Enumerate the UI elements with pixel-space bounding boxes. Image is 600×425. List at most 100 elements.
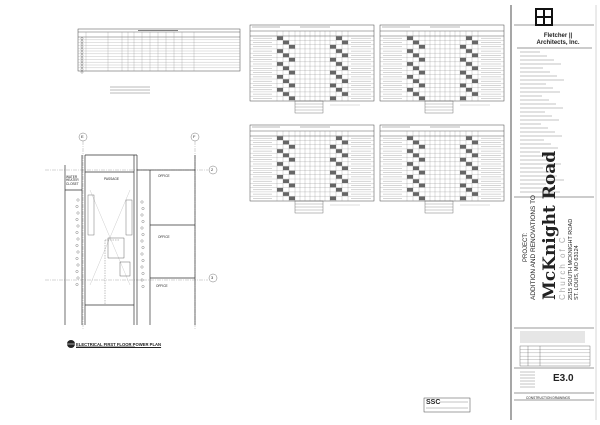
phase-load-cell [330, 96, 336, 101]
equipment-tag [80, 59, 84, 63]
phase-load-cell [472, 53, 478, 58]
phase-load-cell [289, 96, 295, 101]
sheet-number: E3.0 [553, 373, 574, 384]
equipment-tag [80, 45, 84, 49]
phase-load-cell [277, 75, 283, 79]
phase-load-cell [283, 192, 289, 196]
phase-load-cell [336, 87, 342, 92]
room-passage: PASSAGE [104, 177, 119, 181]
room-office-2: OFFICE [158, 235, 170, 239]
equipment-tag [80, 40, 84, 43]
phase-load-cell [472, 66, 478, 71]
phase-load-cell [413, 92, 419, 96]
phase-load-cell [330, 70, 336, 75]
grid-label-f: F [193, 134, 196, 139]
phase-load-cell [330, 183, 336, 188]
phase-load-cell [413, 40, 419, 45]
phase-load-cell [419, 70, 425, 75]
phase-load-cell [289, 57, 295, 62]
phase-load-cell [472, 140, 478, 145]
receptacle-symbol [76, 211, 80, 215]
phase-load-cell [466, 75, 472, 79]
phase-load-cell [460, 83, 466, 88]
equipment-tag [80, 42, 84, 46]
receptacle-symbol [141, 233, 145, 236]
receptacle-symbol [141, 285, 145, 288]
phase-load-cell [419, 170, 425, 175]
receptacle-symbol [75, 218, 79, 221]
receptacle-symbol [75, 257, 79, 260]
phase-load-cell [277, 49, 283, 53]
phase-load-cell [330, 83, 336, 88]
phase-load-cell [419, 183, 425, 188]
receptacle-symbol [140, 278, 144, 282]
phase-load-cell [419, 144, 425, 149]
phase-load-cell [466, 175, 472, 179]
phase-load-cell [419, 96, 425, 101]
equipment-tag [80, 51, 84, 54]
consultant-stamp-box [423, 397, 471, 413]
equipment-tag [80, 56, 84, 60]
phase-load-cell [289, 144, 295, 149]
phase-load-cell [460, 144, 466, 149]
room-office-1: OFFICE [158, 174, 170, 178]
phase-load-cell [336, 75, 342, 79]
phase-load-cell [407, 36, 413, 40]
phase-load-cell [342, 79, 348, 83]
phase-load-cell [277, 87, 283, 92]
phase-load-cell [277, 187, 283, 192]
receptacle-symbol [76, 250, 80, 254]
phase-load-cell [283, 166, 289, 171]
phase-load-cell [419, 157, 425, 162]
phase-load-cell [466, 49, 472, 53]
receptacle-symbol [141, 246, 145, 249]
phase-load-cell [413, 179, 419, 183]
receptacle-symbol [75, 270, 79, 273]
firm-name-line2: Architects, Inc. [536, 40, 580, 46]
phase-load-cell [472, 40, 478, 45]
logo-square [537, 10, 543, 16]
phase-load-cell [472, 179, 478, 183]
phase-load-cell [289, 70, 295, 75]
grid-label-e: E [81, 134, 84, 139]
phase-load-cell [466, 149, 472, 153]
receptacle-symbol [140, 252, 144, 256]
phase-load-cell [413, 79, 419, 83]
phase-load-cell [419, 44, 425, 49]
phase-load-cell [342, 153, 348, 158]
phase-load-cell [289, 83, 295, 88]
equipment-tag [80, 48, 84, 51]
phase-load-cell [407, 87, 413, 92]
phase-load-cell [283, 153, 289, 158]
phase-load-cell [342, 53, 348, 58]
equipment-tag [80, 37, 84, 40]
phase-load-cell [407, 136, 413, 140]
firm-name-line1: Fletcher || [543, 33, 573, 39]
phase-load-cell [419, 83, 425, 88]
phase-load-cell [342, 192, 348, 196]
phase-load-cell [472, 79, 478, 83]
phase-load-cell [466, 87, 472, 92]
room-water-heater-closet: WATER HEATER CLOSET [66, 175, 79, 186]
equipment-tag [80, 54, 84, 57]
phase-load-cell [336, 162, 342, 166]
equipment [119, 261, 131, 277]
phase-load-cell [330, 44, 336, 49]
phase-load-cell [472, 92, 478, 96]
logo-square [537, 18, 543, 24]
phase-load-cell [460, 44, 466, 49]
logo-square [545, 10, 551, 16]
logo-square [545, 18, 551, 24]
equipment-schedule [77, 28, 241, 72]
phase-load-cell [472, 166, 478, 171]
phase-load-cell [342, 179, 348, 183]
receptacle-symbol [140, 200, 144, 204]
project-label: PROJECT: [523, 232, 529, 262]
phase-load-cell [413, 166, 419, 171]
phase-load-cell [466, 187, 472, 192]
phase-load-cell [336, 149, 342, 153]
phase-load-cell [413, 140, 419, 145]
grid-label-2: 2 [211, 167, 214, 172]
